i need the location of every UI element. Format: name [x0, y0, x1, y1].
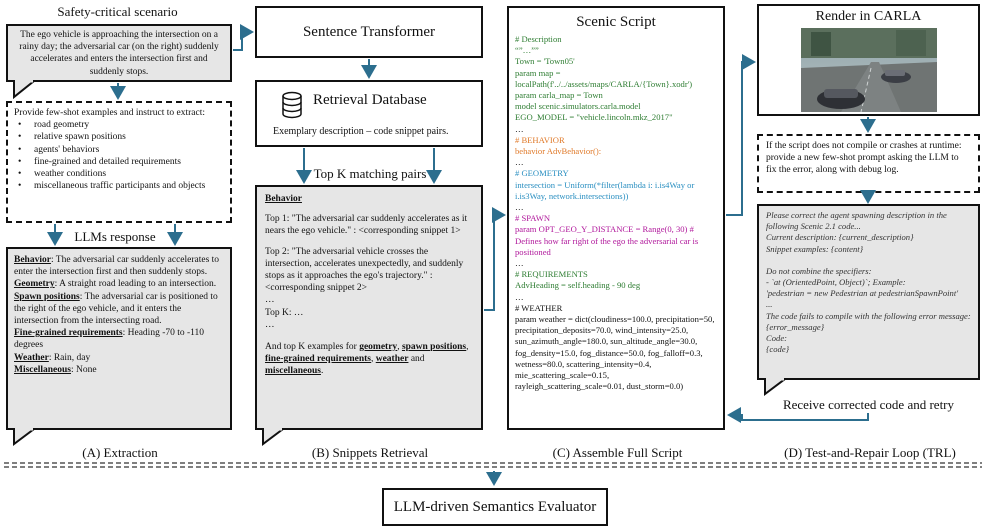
- behavior-comment: # BEHAVIOR: [515, 134, 565, 145]
- caption-d: (D) Test-and-Repair Loop (TRL): [784, 445, 956, 460]
- response-spawn: Spawn positions: The adversarial car is …: [14, 291, 218, 327]
- desc-comment: # Description: [515, 34, 562, 44]
- llm-response-bubble: Behavior: The adversarial car suddenly a…: [6, 247, 232, 430]
- semantics-evaluator-label: LLM-driven Semantics Evaluator: [393, 499, 597, 515]
- ego-model-line: EGO_MODEL = "vehicle.lincoln.mkz_2017": [515, 112, 673, 123]
- scenario-bubble: The ego vehicle is approaching the inter…: [6, 24, 232, 82]
- code-ellipsis: …: [515, 258, 524, 269]
- ellipsis-1: …: [265, 295, 275, 306]
- town-line: Town = 'Town05': [515, 56, 575, 67]
- prompt-line: 'pedestrian = new Pedestrian at pedestri…: [766, 288, 959, 299]
- prompt-line: Do not combine the specifiers:: [766, 265, 872, 276]
- topk-footer: And top K examples for geometry, spawn p…: [265, 342, 469, 377]
- instruction-box: Provide few-shot examples and instruct t…: [6, 101, 232, 223]
- db-title: Retrieval Database: [313, 92, 427, 108]
- weather-comment: # WEATHER: [515, 302, 563, 313]
- weather-code: param weather = dict(cloudiness=100.0, p…: [515, 314, 715, 392]
- behavior-code: behavior AdvBehavior():: [515, 146, 602, 157]
- retrieval-database-box: Retrieval Database Exemplary description…: [255, 80, 483, 147]
- bubble-tail: [764, 378, 788, 396]
- response-geometry: Geometry: A straight road leading to an …: [14, 279, 217, 290]
- code-ellipsis: …: [515, 202, 524, 213]
- spawn-comment: # SPAWN: [515, 213, 551, 224]
- receive-text: Receive corrected code and retry: [782, 397, 955, 412]
- bubble-tail: [13, 428, 37, 446]
- db-description: Exemplary description – code snippet pai…: [273, 126, 449, 137]
- response-misc: Miscellaneous: None: [14, 364, 97, 375]
- scenario-heading: Safety-critical scenario: [57, 4, 178, 19]
- extract-item: miscellaneous traffic participants and o…: [18, 180, 224, 192]
- bubble-tail: [262, 428, 286, 446]
- extract-item: road geometry: [18, 119, 224, 131]
- fail-instruction-box: If the script does not compile or crashe…: [757, 134, 980, 193]
- render-title: Render in CARLA: [815, 9, 922, 24]
- arrow-snippets-script: [484, 207, 506, 311]
- requirements-code: AdvHeading = self.heading - 90 deg: [515, 280, 641, 291]
- semantics-evaluator-box: LLM-driven Semantics Evaluator: [382, 488, 608, 526]
- ellipsis-2: …: [265, 319, 275, 330]
- behavior-label: Behavior: [265, 194, 302, 204]
- snippets-bubble: Behavior Top 1: "The adversarial car sud…: [255, 185, 483, 430]
- code-ellipsis: …: [515, 123, 524, 134]
- render-carla-box: Render in CARLA: [757, 4, 980, 116]
- prompt-line: The code fails to compile with the follo…: [766, 310, 971, 332]
- script-title: Scenic Script: [576, 14, 656, 30]
- sentence-transformer-label: Sentence Transformer: [302, 24, 436, 40]
- extract-item: relative spawn positions: [18, 131, 224, 143]
- top2-text: Top 2: "The adversarial vehicle crosses …: [265, 246, 464, 294]
- code-ellipsis: …: [515, 157, 524, 168]
- extract-item: fine-grained and detailed requirements: [18, 156, 224, 168]
- requirements-comment: # REQUIREMENTS: [515, 269, 588, 280]
- top1-text: Top 1: "The adversarial car suddenly acc…: [265, 214, 468, 237]
- arrow-script-render: [726, 54, 756, 216]
- prompt-line: Code:: [766, 333, 788, 344]
- bubble-tail: [13, 80, 37, 100]
- database-icon: [282, 91, 302, 119]
- spawn-code: param OPT_GEO_Y_DISTANCE = Range(0, 30) …: [515, 224, 699, 257]
- scenario-text: The ego vehicle is approaching the inter…: [19, 30, 219, 77]
- caption-a: (A) Extraction: [82, 445, 158, 460]
- prompt-line: Please correct the agent spawning descri…: [766, 210, 947, 232]
- repair-prompt-bubble: Please correct the agent spawning descri…: [757, 204, 980, 380]
- response-fine: Fine-grained requirements: Heading -70 t…: [14, 328, 205, 351]
- fail-instruction-text: If the script does not compile or crashe…: [766, 141, 962, 176]
- response-weather: Weather: Rain, day: [14, 352, 91, 363]
- sentence-transformer-box: Sentence Transformer: [255, 6, 483, 58]
- caption-c: (C) Assemble Full Script: [552, 445, 683, 460]
- response-behavior: Behavior: The adversarial car suddenly a…: [14, 255, 220, 278]
- prompt-line: - `at (OrientedPoint, Object)`; Example:: [766, 277, 906, 288]
- carla-map-line: param carla_map = Town: [515, 90, 603, 101]
- scenic-script-box: Scenic Script # Description “”…”” Town =…: [507, 6, 725, 430]
- param-map-line: param map = localPath(f'../../assets/map…: [515, 67, 693, 89]
- arrow-to-transformer: [233, 24, 254, 51]
- prompt-line: ...: [766, 299, 773, 310]
- extract-item: weather conditions: [18, 168, 224, 180]
- instruction-text: Provide few-shot examples and instruct t…: [14, 108, 206, 118]
- geometry-code: intersection = Uniform(*filter(lambda i:…: [515, 179, 695, 201]
- extract-list: road geometry relative spawn positions a…: [14, 119, 224, 192]
- topk-label: Top K matching pairs: [313, 166, 427, 181]
- arrow-retry-script: [727, 407, 869, 423]
- llm-response-heading: LLMs response: [74, 229, 156, 244]
- prompt-line: Snippet examples: {content}: [766, 243, 864, 254]
- extract-item: agents' behaviors: [18, 144, 224, 156]
- desc-quotes: “”…””: [515, 45, 539, 56]
- caption-b: (B) Snippets Retrieval: [311, 445, 429, 460]
- model-line: model scenic.simulators.carla.model: [515, 101, 641, 112]
- code-ellipsis: …: [515, 291, 524, 302]
- prompt-line: {code}: [766, 344, 790, 355]
- carla-render-image: [801, 28, 937, 112]
- topk-text: Top K: …: [265, 307, 304, 318]
- prompt-line: Current description: {current_descriptio…: [766, 232, 914, 243]
- geometry-comment: # GEOMETRY: [515, 168, 569, 179]
